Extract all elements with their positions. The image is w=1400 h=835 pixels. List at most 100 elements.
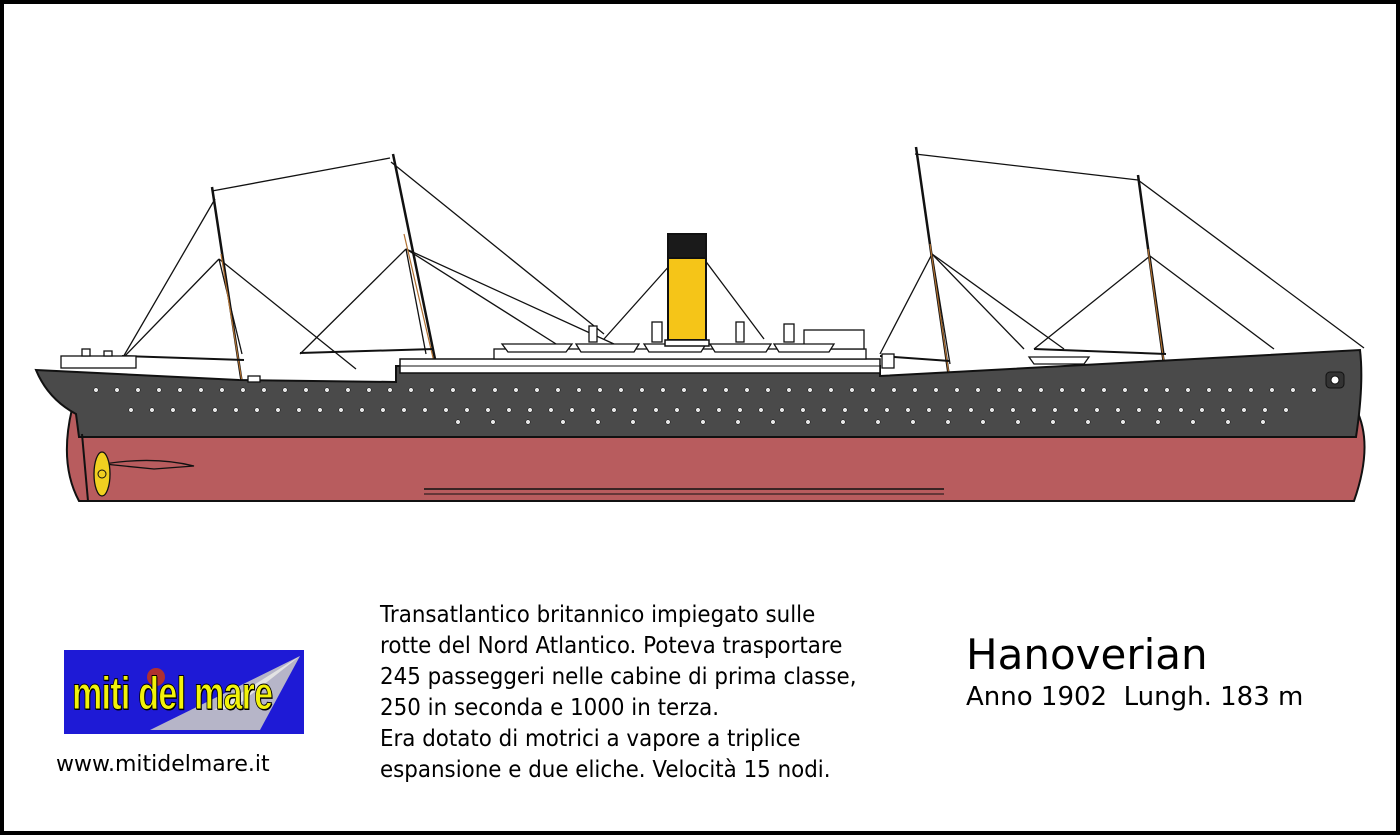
porthole bbox=[471, 387, 477, 393]
ship-illustration bbox=[34, 146, 1366, 502]
porthole bbox=[653, 407, 659, 413]
porthole bbox=[910, 419, 916, 425]
porthole bbox=[1094, 407, 1100, 413]
porthole bbox=[1122, 387, 1128, 393]
porthole bbox=[1185, 387, 1191, 393]
porthole bbox=[359, 407, 365, 413]
porthole bbox=[114, 387, 120, 393]
porthole bbox=[595, 419, 601, 425]
porthole bbox=[989, 407, 995, 413]
porthole bbox=[639, 387, 645, 393]
ship-specs: Anno 1902 Lungh. 183 m bbox=[966, 682, 1304, 712]
porthole bbox=[1220, 407, 1226, 413]
porthole bbox=[1206, 387, 1212, 393]
porthole bbox=[1199, 407, 1205, 413]
porthole bbox=[674, 407, 680, 413]
porthole bbox=[455, 419, 461, 425]
porthole bbox=[884, 407, 890, 413]
porthole bbox=[863, 407, 869, 413]
porthole bbox=[1157, 407, 1163, 413]
porthole bbox=[408, 387, 414, 393]
porthole bbox=[758, 407, 764, 413]
porthole bbox=[954, 387, 960, 393]
porthole bbox=[177, 387, 183, 393]
porthole bbox=[800, 407, 806, 413]
porthole bbox=[296, 407, 302, 413]
hull-upper bbox=[34, 348, 1363, 438]
porthole bbox=[548, 407, 554, 413]
porthole bbox=[933, 387, 939, 393]
lifeboats bbox=[500, 343, 1091, 365]
porthole bbox=[891, 387, 897, 393]
porthole bbox=[821, 407, 827, 413]
porthole bbox=[93, 387, 99, 393]
porthole bbox=[611, 407, 617, 413]
porthole bbox=[1031, 407, 1037, 413]
porthole bbox=[702, 387, 708, 393]
porthole bbox=[485, 407, 491, 413]
porthole bbox=[1059, 387, 1065, 393]
porthole bbox=[849, 387, 855, 393]
porthole bbox=[1311, 387, 1317, 393]
description-line: Era dotato di motrici a vapore a triplic… bbox=[380, 726, 801, 752]
porthole bbox=[135, 387, 141, 393]
porthole bbox=[534, 387, 540, 393]
porthole bbox=[700, 419, 706, 425]
porthole bbox=[1241, 407, 1247, 413]
porthole bbox=[422, 407, 428, 413]
porthole bbox=[1052, 407, 1058, 413]
description-line: 245 passeggeri nelle cabine di prima cla… bbox=[380, 664, 857, 690]
porthole bbox=[597, 387, 603, 393]
porthole bbox=[945, 419, 951, 425]
porthole bbox=[212, 407, 218, 413]
porthole bbox=[1227, 387, 1233, 393]
porthole bbox=[912, 387, 918, 393]
porthole bbox=[1269, 387, 1275, 393]
porthole bbox=[338, 407, 344, 413]
porthole bbox=[282, 387, 288, 393]
ship-name: Hanoverian bbox=[966, 630, 1208, 679]
porthole bbox=[345, 387, 351, 393]
porthole bbox=[1178, 407, 1184, 413]
porthole bbox=[219, 387, 225, 393]
porthole bbox=[506, 407, 512, 413]
porthole bbox=[1260, 419, 1266, 425]
porthole bbox=[1017, 387, 1023, 393]
porthole bbox=[1262, 407, 1268, 413]
porthole bbox=[695, 407, 701, 413]
porthole bbox=[660, 387, 666, 393]
description-line: espansione e due eliche. Velocità 15 nod… bbox=[380, 757, 831, 783]
porthole bbox=[240, 387, 246, 393]
anchor-icon bbox=[1325, 371, 1345, 389]
porthole bbox=[387, 387, 393, 393]
rigging bbox=[121, 153, 1365, 370]
porthole bbox=[464, 407, 470, 413]
porthole bbox=[905, 407, 911, 413]
porthole bbox=[198, 387, 204, 393]
porthole bbox=[590, 407, 596, 413]
description-line: rotte del Nord Atlantico. Poteva traspor… bbox=[380, 633, 843, 659]
ship-description: Transatlantico britannico impiegato sull… bbox=[380, 600, 940, 786]
porthole bbox=[875, 419, 881, 425]
porthole bbox=[632, 407, 638, 413]
porthole bbox=[261, 387, 267, 393]
porthole bbox=[723, 387, 729, 393]
website-link[interactable]: www.mitidelmare.it bbox=[56, 752, 270, 777]
porthole bbox=[1164, 387, 1170, 393]
portholes bbox=[93, 387, 1317, 425]
porthole bbox=[1136, 407, 1142, 413]
porthole bbox=[947, 407, 953, 413]
porthole bbox=[807, 387, 813, 393]
porthole bbox=[1225, 419, 1231, 425]
porthole bbox=[779, 407, 785, 413]
porthole bbox=[735, 419, 741, 425]
porthole bbox=[1010, 407, 1016, 413]
porthole bbox=[149, 407, 155, 413]
porthole bbox=[630, 419, 636, 425]
porthole bbox=[380, 407, 386, 413]
porthole bbox=[828, 387, 834, 393]
porthole bbox=[317, 407, 323, 413]
porthole bbox=[842, 407, 848, 413]
porthole bbox=[1038, 387, 1044, 393]
